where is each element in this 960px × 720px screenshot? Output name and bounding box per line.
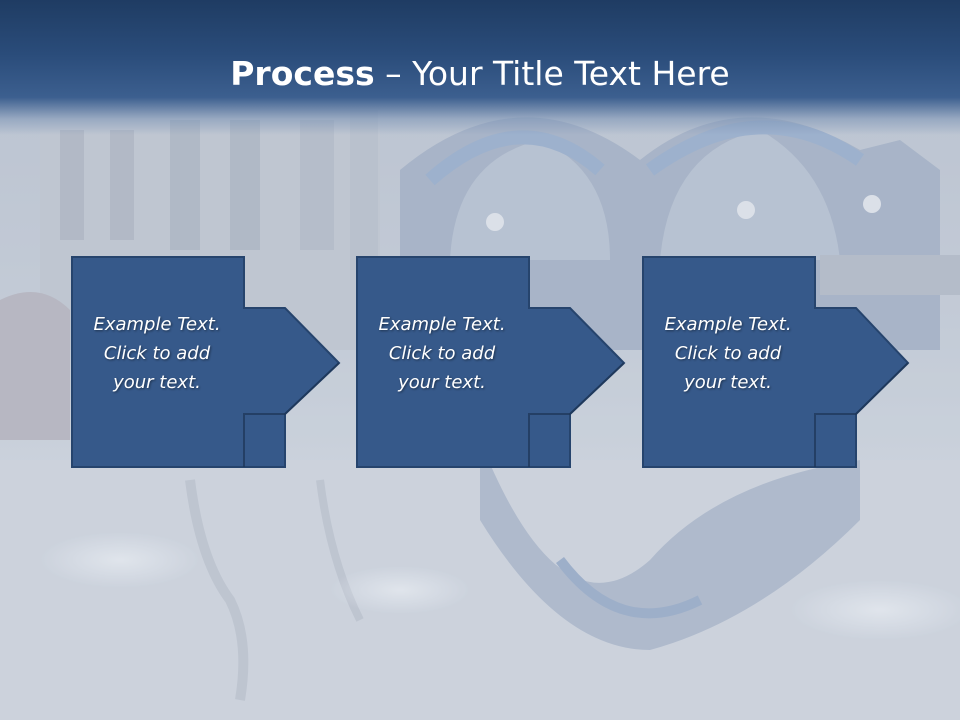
- step-1-line-3: your text.: [113, 372, 201, 393]
- step-2-shape: [356, 256, 626, 468]
- step-2-line-2: Click to add: [388, 343, 496, 364]
- step-3-text[interactable]: Example Text. Click to add your text.: [642, 310, 814, 397]
- process-step-2[interactable]: Example Text. Click to add your text.: [356, 256, 626, 468]
- step-1-text[interactable]: Example Text. Click to add your text.: [71, 310, 243, 397]
- step-1-line-1: Example Text.: [93, 314, 221, 335]
- step-2-line-3: your text.: [398, 372, 486, 393]
- slide-title[interactable]: Process – Your Title Text Here: [0, 52, 960, 96]
- title-rest: – Your Title Text Here: [374, 54, 730, 93]
- step-3-line-1: Example Text.: [664, 314, 792, 335]
- step-2-text[interactable]: Example Text. Click to add your text.: [356, 310, 528, 397]
- step-1-line-2: Click to add: [103, 343, 211, 364]
- process-step-1[interactable]: Example Text. Click to add your text.: [71, 256, 341, 468]
- title-bar: [0, 0, 960, 135]
- process-step-3[interactable]: Example Text. Click to add your text.: [642, 256, 912, 468]
- step-3-line-3: your text.: [684, 372, 772, 393]
- step-3-shape: [642, 256, 910, 468]
- title-bold: Process: [230, 54, 375, 93]
- step-2-line-1: Example Text.: [378, 314, 506, 335]
- step-3-line-2: Click to add: [674, 343, 782, 364]
- step-1-shape: [71, 256, 341, 468]
